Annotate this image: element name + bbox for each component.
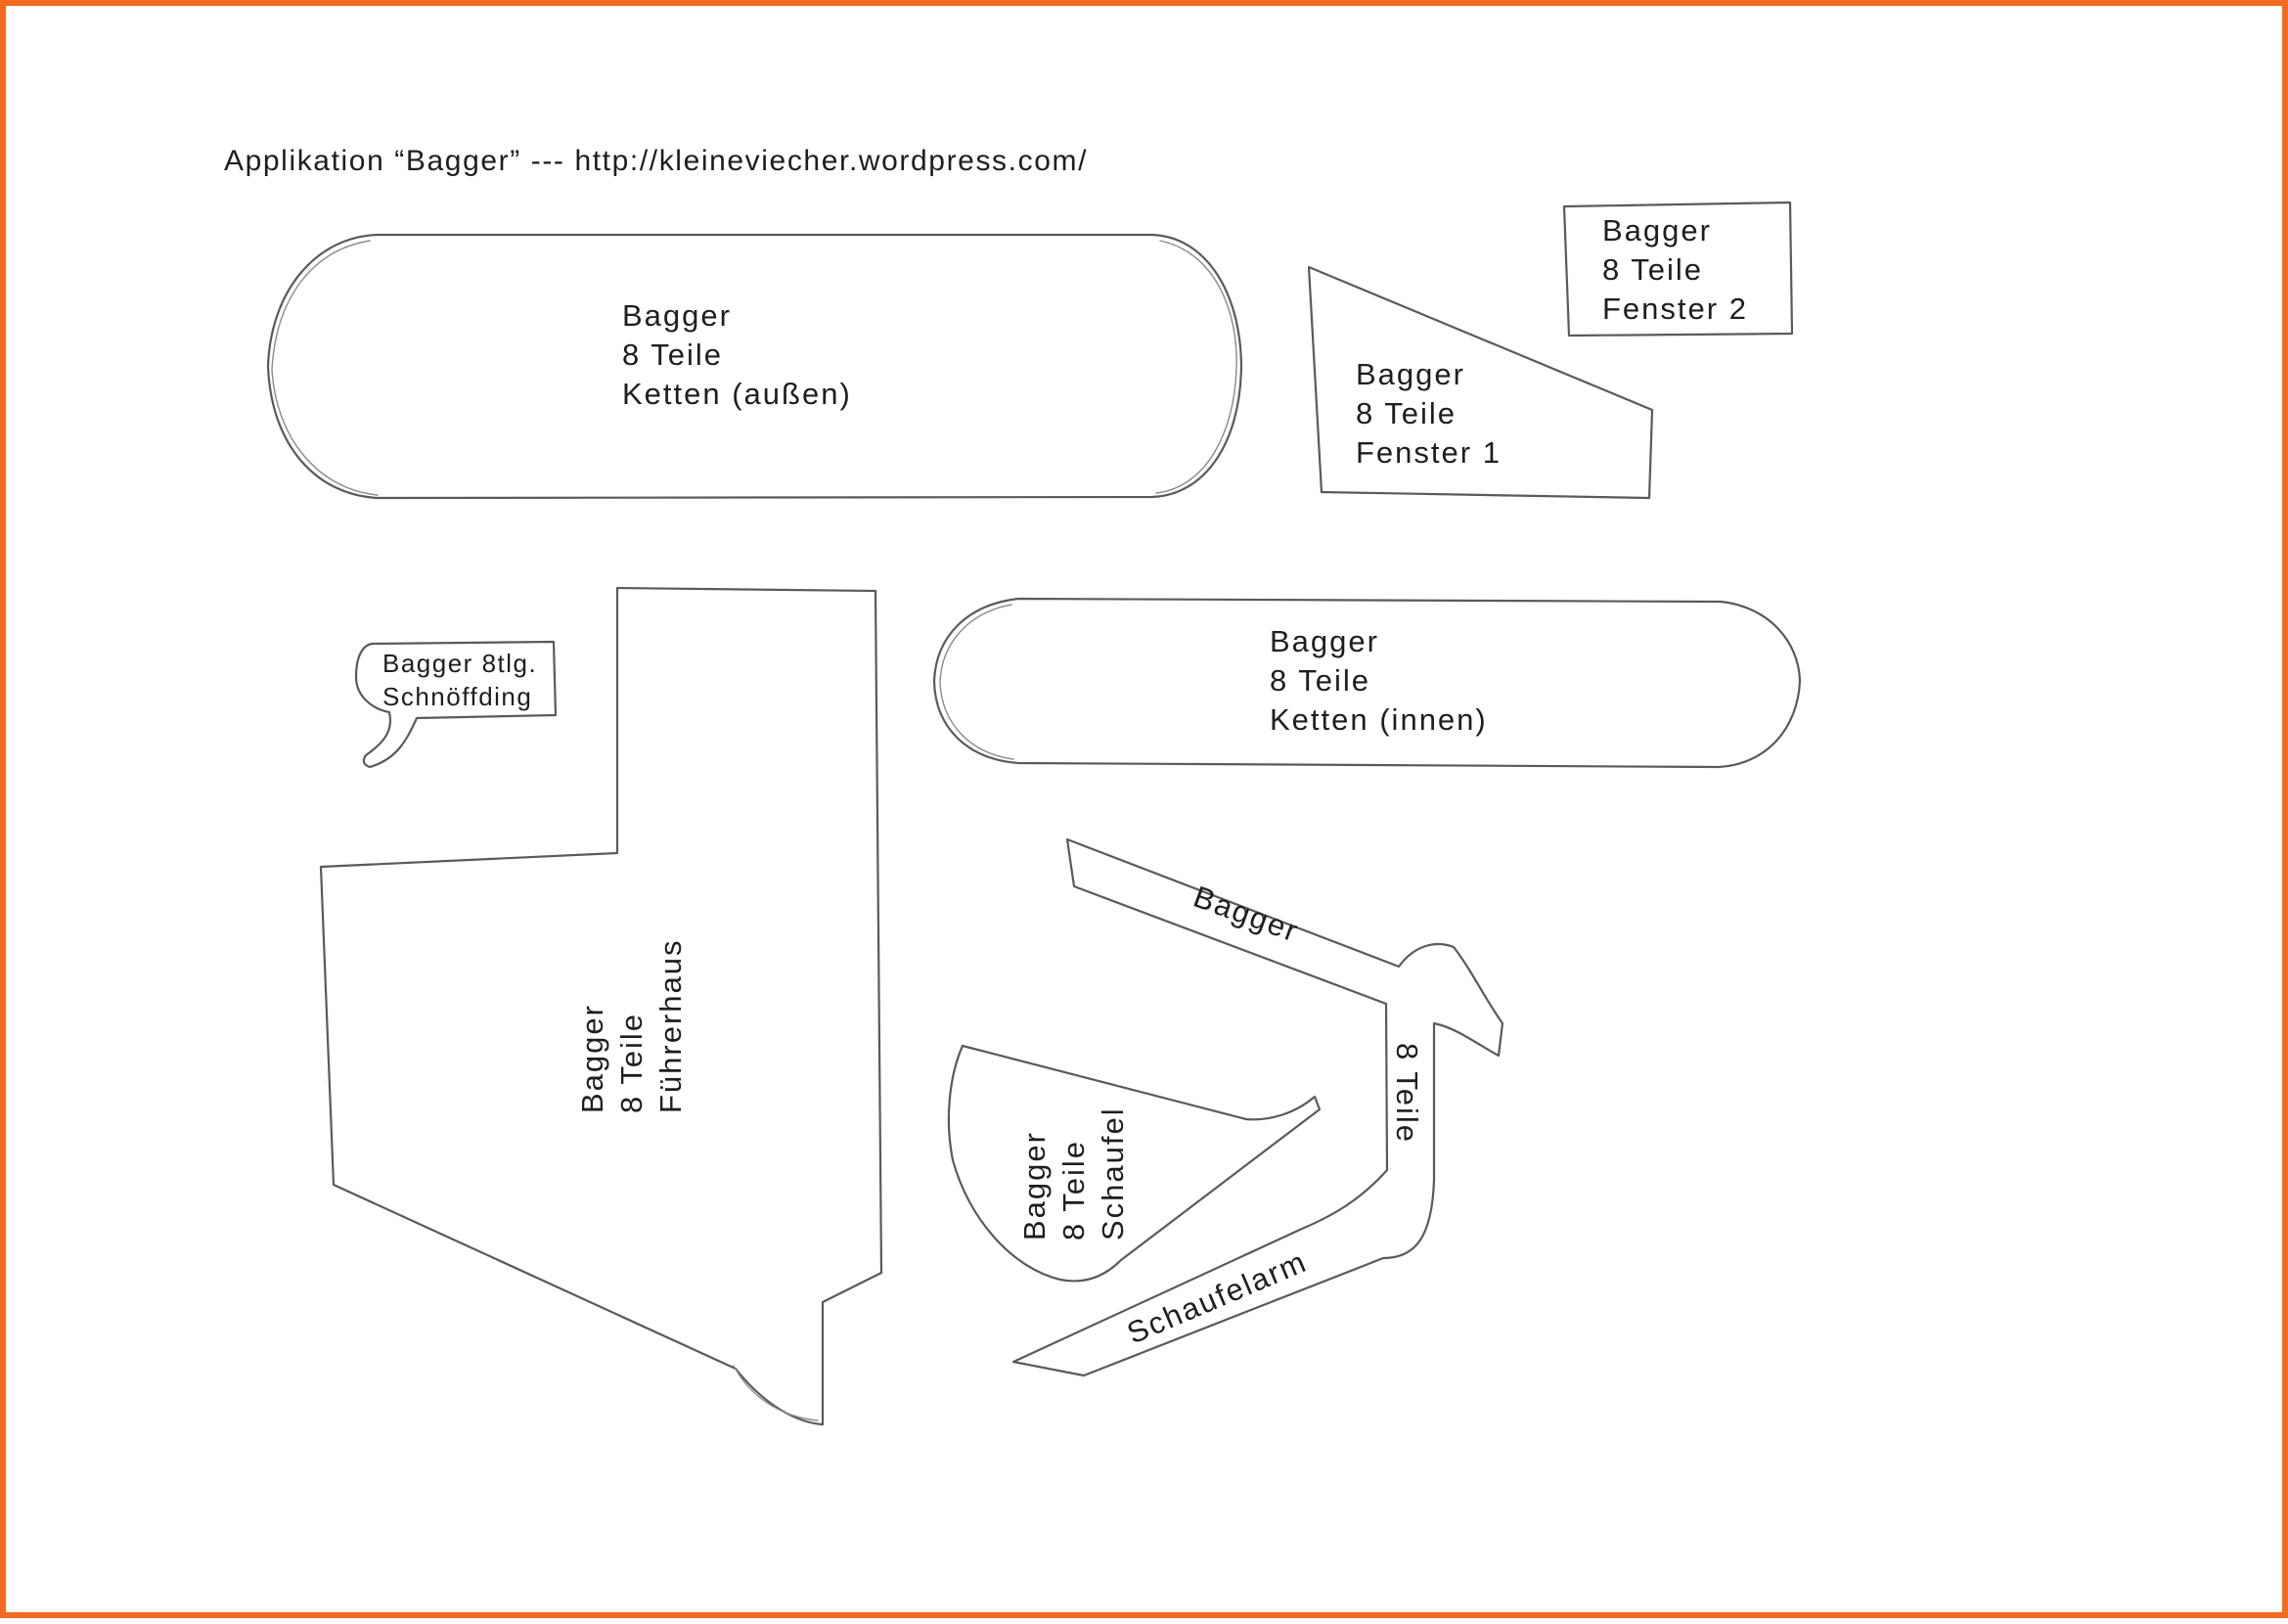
schaufelarm-outline (1011, 837, 1504, 1377)
piece-fenster-2: Bagger 8 Teile Fenster 2 (1562, 201, 1794, 338)
speech-bubble-outline (354, 640, 558, 769)
fenster-1-label-1: Bagger (1356, 357, 1465, 391)
piece-schaufelarm: Bagger 8 Teile Schaufelarm (1011, 837, 1504, 1377)
ketten-aussen-outline (266, 233, 1243, 500)
fuehrerhaus-label-1: Bagger (575, 1004, 609, 1113)
piece-speech-bubble: Bagger 8tlg. Schnöffding (354, 640, 558, 769)
fuehrerhaus-label-2: 8 Teile (614, 1013, 649, 1113)
piece-schaufel: Bagger 8 Teile Schaufel (947, 1044, 1322, 1283)
ketten-innen-sketch-line (939, 604, 1014, 760)
fenster-1-outline (1307, 265, 1654, 500)
fenster-2-label-2: 8 Teile (1602, 252, 1703, 287)
fenster-1-label-3: Fenster 1 (1356, 435, 1502, 470)
piece-ketten-aussen: Bagger 8 Teile Ketten (außen) (266, 233, 1243, 500)
fenster-2-label-3: Fenster 2 (1602, 292, 1748, 326)
speech-bubble-label-1: Bagger 8tlg. (382, 649, 537, 678)
fuehrerhaus-outline (319, 586, 883, 1426)
ketten-innen-label-2: 8 Teile (1270, 663, 1370, 698)
piece-fenster-1: Bagger 8 Teile Fenster 1 (1307, 265, 1654, 500)
ketten-aussen-sketch-line (271, 240, 379, 496)
schaufel-label-1: Bagger (1017, 1131, 1052, 1241)
fuehrerhaus-label-3: Führerhaus (653, 938, 688, 1113)
piece-fuehrerhaus: Bagger 8 Teile Führerhaus (319, 586, 883, 1426)
ketten-innen-label-3: Ketten (innen) (1270, 702, 1488, 737)
schaufel-label-2: 8 Teile (1056, 1140, 1091, 1241)
ketten-aussen-label-2: 8 Teile (622, 338, 723, 372)
page-title: Applikation “Bagger” --- http://kleinevi… (224, 145, 1088, 177)
ketten-aussen-label-3: Ketten (außen) (622, 377, 852, 411)
schaufel-label-3: Schaufel (1096, 1106, 1130, 1241)
ketten-aussen-sketch-line-right (1155, 240, 1237, 494)
ketten-aussen-label-1: Bagger (622, 298, 732, 333)
piece-ketten-innen: Bagger 8 Teile Ketten (innen) (932, 597, 1802, 769)
pattern-drawing: Applikation “Bagger” --- http://kleinevi… (224, 145, 1802, 1426)
schaufelarm-label-side: 8 Teile (1390, 1043, 1424, 1144)
speech-bubble-label-2: Schnöffding (382, 682, 532, 711)
fenster-2-label-1: Bagger (1602, 213, 1712, 248)
schaufel-outline (947, 1044, 1322, 1283)
fenster-2-outline (1562, 201, 1794, 338)
ketten-innen-outline (932, 597, 1802, 769)
schaufelarm-label-top: Bagger (1189, 880, 1304, 949)
fenster-1-label-2: 8 Teile (1356, 396, 1457, 430)
ketten-innen-label-1: Bagger (1270, 624, 1379, 658)
fuehrerhaus-sketch-line (733, 1365, 819, 1421)
